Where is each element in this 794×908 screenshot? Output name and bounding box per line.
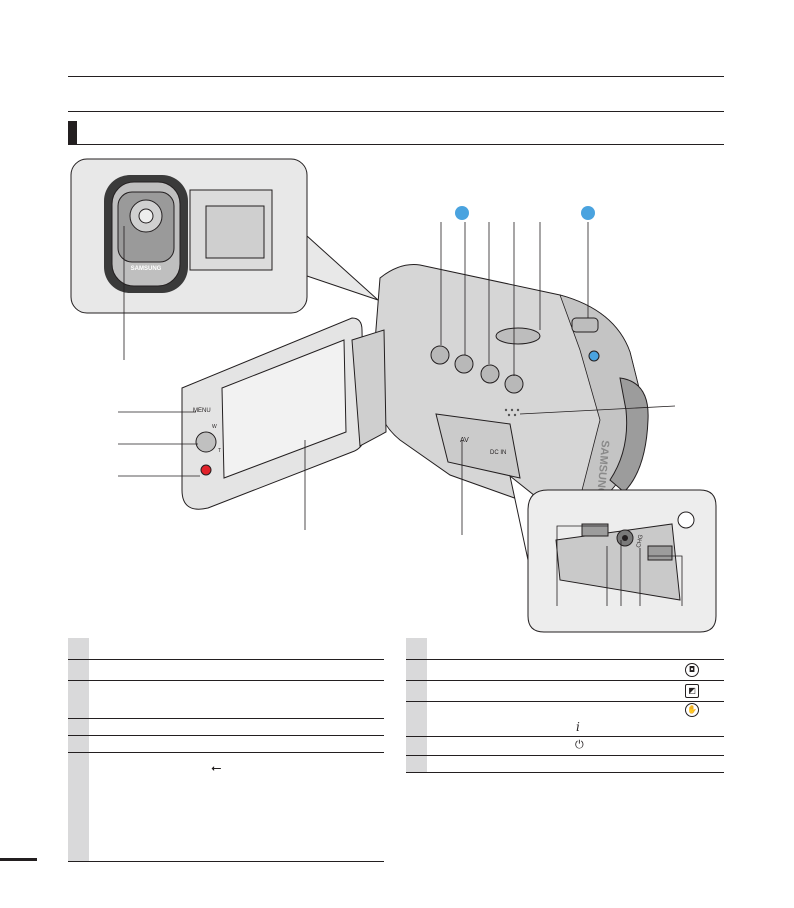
table-row [406,755,724,773]
table-row [68,638,384,660]
section-title-rule [68,144,724,145]
smart-auto-icon: ◩ [685,684,699,698]
jack-inset: CHG [509,474,717,633]
dc-in-jack-label: DC IN [490,450,506,456]
chg-label: CHG [636,534,645,549]
table-row [406,638,724,660]
inset-brand-logo: SAMSUNG [131,266,162,272]
header-bottom-rule [68,111,724,112]
table-row: ◘ [406,659,724,681]
zoom-tele-label: T [218,448,221,454]
body-brand-logo: SAMSUNG [594,440,611,497]
parts-table-right: ◘ ◩ ✋ i ⏻ [406,638,724,773]
i-button-icon: i [576,720,580,734]
power-icon: ⏻ [575,738,584,751]
table-row: ◩ [406,680,724,702]
table-row: ✋ i [406,701,724,737]
lens-inset: SAMSUNG [70,158,379,314]
camera-body: SAMSUNG AV DC IN [371,264,649,501]
usb-icon: ⭠ [211,761,222,776]
page-footer-bar [0,858,37,861]
menu-button-label: MENU [193,408,211,414]
lcd-record-button [200,464,212,476]
view-button-icon: ◘ [685,663,699,677]
table-row [68,680,384,719]
i-button [504,374,524,394]
dc-in-jack [647,545,673,561]
anti-shake-button [480,364,500,384]
camcorder-illustration: SAMSUNG SAMSUNG AV DC IN MENU W T [70,158,717,633]
header-top-rule [68,76,724,77]
callout-dot [581,206,595,220]
zoom-wide-label: W [212,424,217,430]
table-row: ⭠ [68,752,384,862]
smart-auto-button [454,354,474,374]
table-row [68,718,384,736]
av-jack-label: AV [460,437,469,444]
table-row [68,659,384,681]
anti-shake-icon: ✋ [685,703,699,717]
lcd-panel: MENU W T [181,317,387,510]
section-title-marker [68,121,77,144]
view-button [430,345,450,365]
zoom-ring [195,431,217,453]
table-row [68,735,384,753]
parts-table-left: ⭠ [68,638,384,862]
callout-leader-lines [118,222,683,606]
callout-dot [455,206,469,220]
table-row: ⏻ [406,736,724,756]
